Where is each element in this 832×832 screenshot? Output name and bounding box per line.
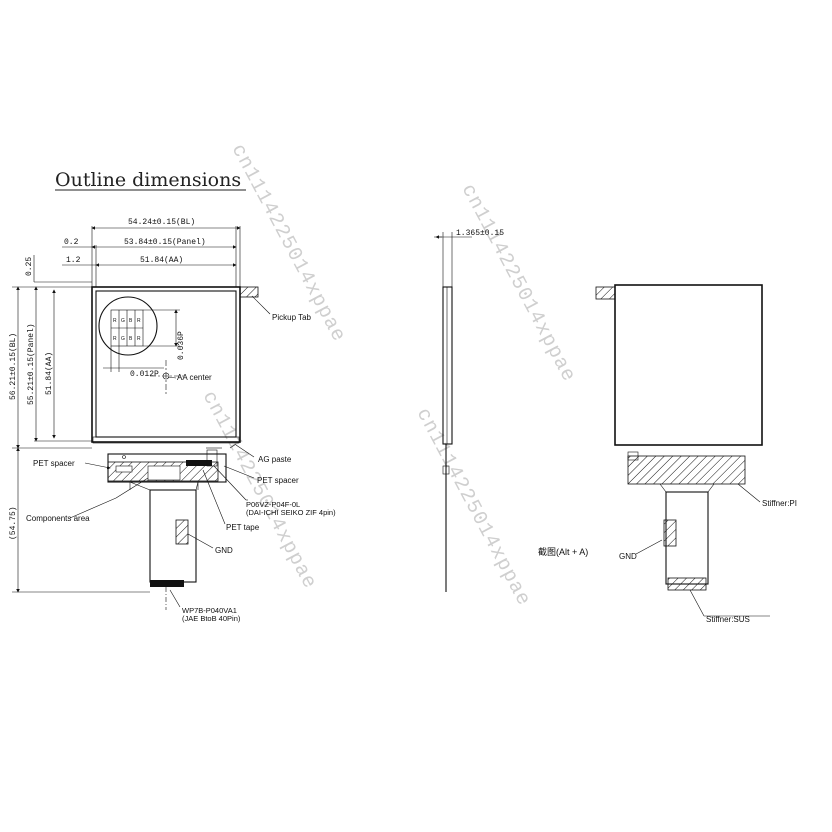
pixel-detail-circle: [98, 296, 158, 356]
screenshot-hint: 截图(Alt + A): [538, 546, 588, 557]
label-pet-spacer-right: PET spacer: [257, 476, 299, 485]
label-board-connector-2: (JAE BtoB 40Pin): [182, 614, 241, 623]
dim-width-panel: 53.84±0.15(Panel): [124, 238, 206, 247]
pixel-g2: G: [121, 336, 125, 342]
label-stiffener-sus: Stiffner:SUS: [706, 615, 750, 624]
label-fpc-connector-1: P06VZ-P04F-0L: [246, 500, 300, 509]
dim-offset-12: 1.2: [66, 256, 81, 265]
front-view: 54.24±0.15(BL) 0.2 53.84±0.15(Panel) 1.2…: [9, 218, 336, 623]
fpc-tail: [149, 489, 197, 583]
label-board-connector-1: WP7B-P040VA1: [182, 606, 237, 615]
watermark-4: cn1114225014xppae: [411, 404, 535, 610]
backlight-outline: [91, 286, 241, 443]
pixel-r3: R: [113, 336, 117, 342]
label-stiffener-pi: Stiffner:PI: [762, 499, 797, 508]
dim-offset-02: 0.2: [64, 238, 79, 247]
pixel-grid: R G B R R G B R: [110, 309, 144, 347]
dim-pitch-h: 0.012P: [130, 370, 159, 379]
label-aa-center: AA center: [177, 373, 212, 382]
label-ag-paste: AG paste: [258, 455, 292, 464]
label-pet-spacer-left: PET spacer: [33, 459, 75, 468]
label-fpc-connector-2: (DAI-ICHI SEIKO ZIF 4pin): [246, 508, 336, 517]
dim-height-bl: 56.21±0.15(BL): [9, 333, 18, 400]
watermark-3: cn1114225014xppae: [197, 387, 321, 593]
pixel-r4: R: [137, 336, 141, 342]
side-view: 1.365±0.15: [434, 229, 504, 592]
back-panel-outline: [614, 284, 763, 446]
gnd-pad-left: [175, 519, 189, 545]
dim-height-panel: 55.21±0.15(Panel): [27, 323, 36, 405]
label-pickup-tab: Pickup Tab: [272, 313, 312, 322]
pixel-r1: R: [113, 318, 117, 324]
stiffener-sus: [667, 577, 707, 591]
dim-height-aa: 51.84(AA): [45, 352, 54, 395]
dim-fpc-length: (54.75): [9, 506, 18, 540]
fpc-connector-4pin: [186, 460, 212, 466]
label-pet-tape: PET tape: [226, 523, 260, 532]
page-title: Outline dimensions: [55, 169, 241, 191]
dim-width-aa: 51.84(AA): [140, 256, 183, 265]
gnd-pad-right: [663, 519, 677, 547]
back-pickup-tab: [595, 286, 616, 300]
dim-width-bl: 54.24±0.15(BL): [128, 218, 195, 227]
label-components-area: Components area: [26, 514, 90, 523]
dim-offset-025: 0.25: [25, 257, 34, 276]
watermark-2: cn1114225014xppae: [456, 180, 580, 386]
stiffener-pi: [627, 455, 746, 485]
dim-thickness: 1.365±0.15: [456, 229, 504, 238]
label-gnd-left: GND: [215, 546, 233, 555]
panel-bottom-edge: [92, 436, 240, 444]
pixel-b2: B: [129, 336, 133, 342]
label-gnd-right: GND: [619, 552, 637, 561]
pickup-tab: [239, 286, 259, 298]
back-view: Stiffner:PI GND Stiffner:SUS: [595, 284, 797, 624]
board-to-board-connector: [150, 580, 184, 587]
pixel-b1: B: [129, 318, 133, 324]
pixel-g1: G: [121, 318, 125, 324]
pixel-r2: R: [137, 318, 141, 324]
dim-pitch-v: 0.036P: [177, 331, 186, 360]
watermark-layer: cn1114225014xppae cn1114225014xppae cn11…: [197, 140, 580, 610]
side-panel-profile: [442, 286, 453, 445]
